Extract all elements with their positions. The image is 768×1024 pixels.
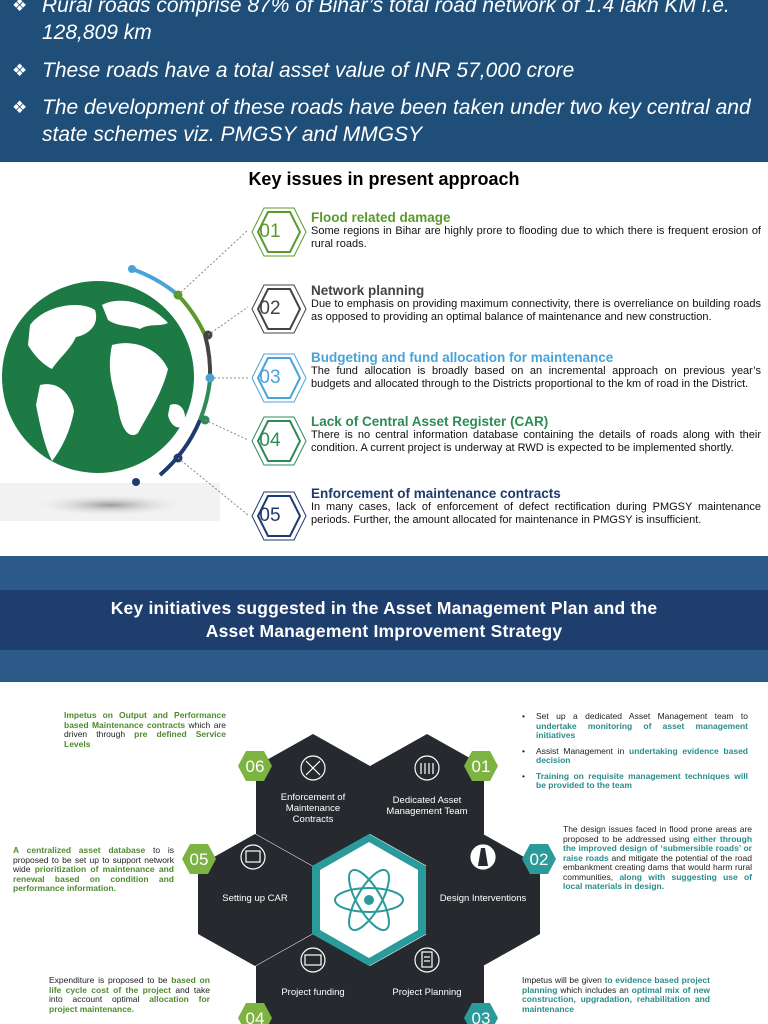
issue-item: Lack of Central Asset Register (CAR) The…	[311, 414, 761, 454]
badge-04	[238, 1003, 272, 1024]
issue-title: Budgeting and fund allocation for mainte…	[311, 350, 614, 365]
hex-label-05: Setting up CAR	[222, 893, 288, 904]
issue-item: Budgeting and fund allocation for mainte…	[311, 350, 761, 390]
globe-icon	[0, 279, 220, 521]
issue-item: Network planning Due to emphasis on prov…	[311, 283, 761, 323]
banner-bullet: ❖ The development of these roads have be…	[12, 96, 751, 146]
text-06: Impetus on Output and Performance based …	[64, 710, 226, 749]
text-02: The design issues faced in flood prone a…	[563, 824, 753, 891]
badge-02	[522, 844, 556, 874]
issue-title: Flood related damage	[311, 210, 451, 225]
issue-description: The fund allocation is broadly based on …	[311, 365, 761, 390]
hex-label-03: Project Planning	[392, 987, 462, 998]
list-item: Set up a dedicated Asset Management team…	[522, 711, 748, 741]
initiatives-hex-diagram	[182, 734, 556, 1024]
text-01-list: Set up a dedicated Asset Management team…	[522, 711, 748, 797]
text-04: Expenditure is proposed to be based on l…	[49, 975, 210, 1014]
issue-number: 02	[259, 298, 281, 319]
issue-title: Enforcement of maintenance contracts	[311, 486, 561, 501]
issue-description: There is no central information database…	[311, 429, 761, 454]
hex-01	[370, 734, 484, 866]
text-05: A centralized asset database to is propo…	[13, 845, 175, 893]
issues-title: Key issues in present approach	[248, 169, 520, 189]
issue-number: 01	[259, 221, 281, 242]
hex-number: 03	[471, 1009, 491, 1024]
top-banner: ❖ Rural roads comprise 87% of Bihar’s to…	[0, 0, 768, 162]
road-icon	[470, 844, 496, 870]
hex-number: 01	[471, 757, 491, 776]
issue-description: In many cases, lack of enforcement of de…	[311, 501, 761, 526]
badge-06	[238, 751, 272, 781]
hex-06	[256, 734, 370, 866]
issue-description: Due to emphasis on providing maximum con…	[311, 298, 761, 323]
diamond-bullet-icon: ❖	[12, 61, 28, 80]
document-icon	[414, 947, 440, 973]
hex-03	[370, 934, 484, 1024]
chart-icon	[240, 844, 266, 870]
issue-number: 03	[259, 367, 281, 388]
initiatives-title: Key initiatives suggested in the Asset M…	[110, 598, 658, 641]
people-icon	[414, 755, 440, 781]
hex-number: 06	[245, 757, 265, 776]
issue-number: 05	[259, 505, 281, 526]
issue-item: Enforcement of maintenance contracts In …	[311, 486, 761, 526]
issues-connector-diagram	[128, 207, 307, 541]
diamond-bullet-icon: ❖	[12, 0, 28, 15]
money-icon	[300, 947, 326, 973]
tools-icon	[300, 755, 326, 781]
issue-title: Network planning	[311, 283, 425, 298]
badge-01	[464, 751, 498, 781]
atom-icon	[334, 868, 404, 932]
hex-number: 04	[245, 1009, 265, 1024]
banner-bullet: ❖ Rural roads comprise 87% of Bihar’s to…	[12, 0, 764, 46]
banner-bullet: ❖ These roads have a total asset value o…	[12, 59, 575, 82]
list-item: Training on requisite management techniq…	[522, 771, 748, 791]
issue-title: Lack of Central Asset Register (CAR)	[311, 414, 549, 429]
badge-03	[464, 1003, 498, 1024]
text-03: Impetus will be given to evidence based …	[522, 975, 710, 1014]
hex-number: 05	[189, 850, 209, 869]
hex-04	[256, 934, 370, 1024]
diamond-bullet-icon: ❖	[12, 98, 28, 117]
hex-label-02: Design Interventions	[439, 893, 527, 904]
hex-label-01: Dedicated Asset Management Team	[386, 795, 468, 817]
hex-label-06: Enforcement of Maintenance Contracts	[280, 792, 346, 825]
initiatives-title-bar	[0, 590, 768, 650]
issue-item: Flood related damage Some regions in Bih…	[311, 210, 761, 250]
hex-05	[198, 834, 312, 966]
hex-02	[426, 834, 540, 966]
issue-description: Some regions in Bihar are highly prore t…	[311, 225, 761, 250]
issue-number: 04	[259, 430, 281, 451]
hex-number: 02	[529, 850, 549, 869]
hex-label-04: Project funding	[281, 987, 345, 998]
badge-05	[182, 844, 216, 874]
list-item: Assist Management in undertaking evidenc…	[522, 746, 748, 766]
